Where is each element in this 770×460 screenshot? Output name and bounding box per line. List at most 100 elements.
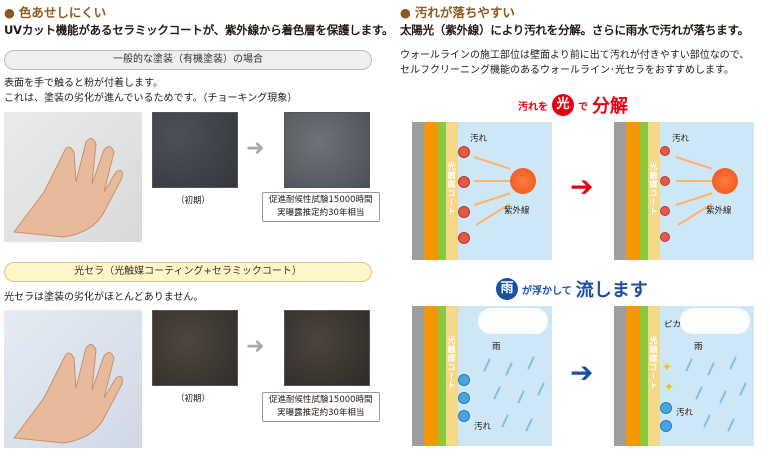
heading-washaway: 雨 が浮かして 流します	[496, 276, 648, 302]
wall-layer	[640, 122, 648, 260]
drop-icon	[458, 392, 470, 404]
rain-streak	[707, 362, 715, 376]
ordinary-text-1: 表面を手で触ると粉が付着します。	[4, 78, 163, 89]
wall-layer	[626, 122, 640, 260]
wall-layer	[438, 122, 446, 260]
dirt-icon	[458, 146, 470, 158]
diagram-panel-rain-after: 光触媒コート ピカ ✦ ✦ 雨 汚れ	[614, 306, 754, 446]
arrow-right-icon: ➜	[246, 334, 265, 359]
cloud-icon	[478, 308, 548, 334]
drop-icon	[660, 402, 672, 414]
dirt-icon	[660, 232, 670, 242]
ray-line	[676, 180, 712, 182]
section-title-clean: ●汚れが落ちやすい	[400, 5, 515, 20]
heading-decompose-mid: で	[578, 101, 588, 113]
uv-label: 紫外線	[706, 206, 732, 216]
heading-decompose-pre: 汚れを	[518, 101, 548, 113]
wall-layer	[412, 306, 424, 446]
initial-label-ordinary: （初期）	[176, 196, 211, 206]
swatch-initial-hikari	[152, 310, 238, 386]
wall-layer	[640, 306, 648, 446]
test-note-hikari: 促進耐候性試験15000時間 実曝露推定約30年相当	[262, 392, 380, 422]
rain-streak	[493, 386, 501, 400]
rain-streak	[739, 382, 747, 396]
ray-line	[473, 156, 511, 170]
test-note-line-2: 実曝露推定約30年相当	[277, 208, 365, 218]
hikari-text-1: 光セラは塗装の劣化がほとんどありません。	[4, 292, 204, 303]
wall-layer	[438, 306, 446, 446]
wall-layer	[614, 306, 626, 446]
dirt-label: 汚れ	[474, 422, 492, 432]
rain-label: 雨	[492, 342, 501, 352]
arrow-right-icon: ➔	[570, 170, 594, 203]
rain-streak	[505, 362, 513, 376]
lead-text-fade: UVカット機能があるセラミックコートが、紫外線から着色層を保護します。	[4, 23, 394, 37]
wall-layer	[626, 306, 640, 446]
rain-badge: 雨	[496, 278, 518, 300]
coat-label: 光触媒コート	[447, 162, 456, 216]
hand-icon	[13, 344, 123, 444]
hikari-coating-pill: 光セラ（光触媒コーティング+セラミックコート）	[4, 262, 372, 282]
swatch-initial-ordinary	[152, 112, 238, 188]
ordinary-coating-pill: 一般的な塗装（有機塗装）の場合	[4, 50, 372, 70]
uv-label: 紫外線	[504, 206, 530, 216]
rain-streak	[703, 414, 711, 428]
dirt-icon	[458, 206, 470, 218]
drop-icon	[458, 410, 470, 422]
sun-icon	[712, 168, 738, 194]
initial-label-hikari: （初期）	[176, 394, 211, 404]
wall-layer	[614, 122, 626, 260]
drop-icon	[458, 374, 470, 386]
rain-streak	[483, 358, 491, 372]
test-note-ordinary: 促進耐候性試験15000時間 実曝露推定約30年相当	[262, 192, 380, 222]
rain-streak	[527, 356, 535, 370]
bullet-icon: ●	[400, 5, 411, 20]
test-note-line-1: 促進耐候性試験15000時間	[269, 195, 373, 205]
rain-streak	[727, 418, 735, 432]
rain-label: 雨	[694, 342, 703, 352]
ray-line	[675, 156, 713, 170]
dirt-icon	[660, 146, 670, 156]
light-badge: 光	[552, 94, 574, 116]
dirt-icon	[660, 206, 670, 216]
rain-streak	[695, 386, 703, 400]
dirt-icon	[458, 176, 470, 188]
heading-decompose: 汚れを 光 で 分解	[518, 92, 628, 118]
drop-icon	[660, 420, 672, 432]
hand-photo-clean	[4, 310, 142, 448]
coat-layer	[446, 122, 458, 260]
diagram-panel-uv-after: 光触媒コート 汚れ 紫外線	[614, 122, 754, 260]
cloud-icon	[680, 308, 750, 334]
clean-text-2: セルフクリーニング機能のあるウォールライン･光セラをおすすめします。	[400, 65, 734, 76]
dirt-label: 汚れ	[672, 134, 690, 144]
dirt-icon	[458, 232, 470, 244]
bullet-icon: ●	[4, 5, 15, 20]
arrow-right-icon: ➜	[246, 136, 265, 161]
sun-icon	[510, 168, 536, 194]
wall-layer	[424, 306, 438, 446]
diagram-panel-uv-before: 光触媒コート 汚れ 紫外線	[412, 122, 552, 260]
ray-line	[474, 180, 510, 182]
test-note-line-1: 促進耐候性試験15000時間	[269, 395, 373, 405]
clean-text-1: ウォールラインの施工部位は壁面より前に出て汚れが付きやすい部位なので、	[400, 50, 750, 61]
rain-streak	[517, 390, 525, 404]
coat-layer	[648, 306, 660, 446]
sparkle-icon: ✦	[664, 380, 675, 394]
swatch-aged-ordinary	[284, 112, 370, 188]
coat-label: 光触媒コート	[649, 336, 658, 390]
coat-layer	[648, 122, 660, 260]
dirt-label: 汚れ	[676, 408, 694, 418]
lead-text-clean: 太陽光（紫外線）により汚れを分解。さらに雨水で汚れが落ちます。	[400, 23, 749, 37]
heading-washaway-mid: が浮かして	[522, 285, 572, 297]
rain-streak	[525, 418, 533, 432]
heading-washaway-big: 流します	[575, 280, 648, 301]
rain-streak	[719, 390, 727, 404]
hand-photo-chalky	[4, 112, 142, 242]
dirt-label: 汚れ	[470, 134, 488, 144]
pika-label: ピカ	[664, 320, 682, 330]
dirt-icon	[660, 176, 670, 186]
swatch-aged-hikari	[284, 310, 370, 386]
diagram-panel-rain-before: 光触媒コート 雨 汚れ	[412, 306, 552, 446]
rain-streak	[501, 414, 509, 428]
rain-streak	[729, 356, 737, 370]
